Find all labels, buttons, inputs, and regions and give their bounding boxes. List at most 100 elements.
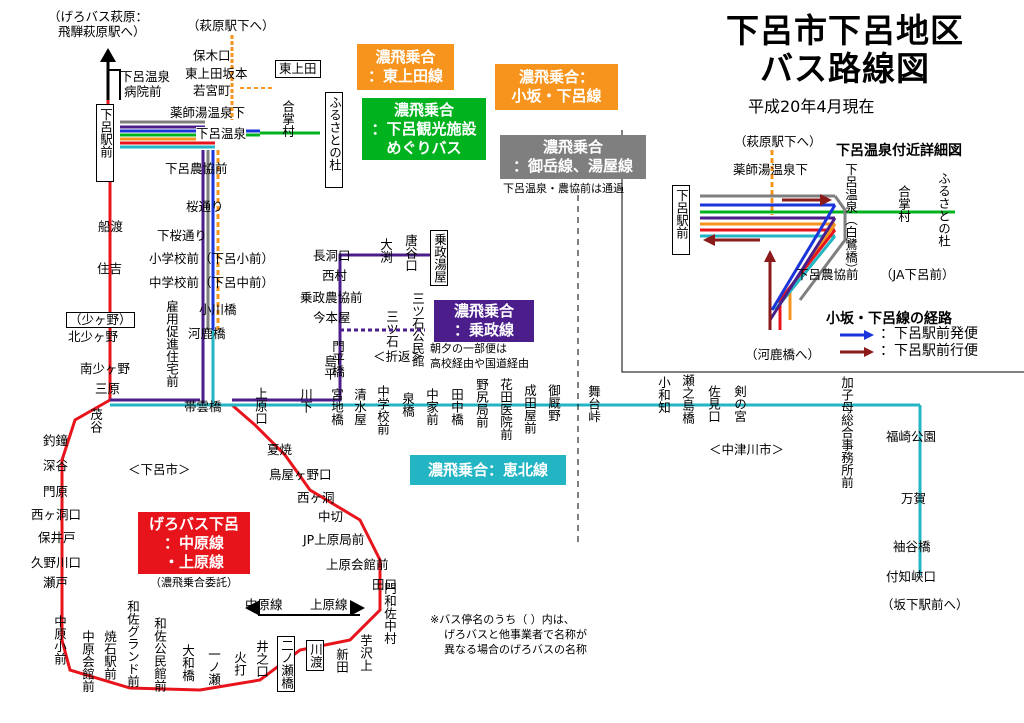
stop-label: 新田 xyxy=(334,648,349,673)
stop-label: JP上原局前 xyxy=(303,532,365,547)
stop-label: 舞台峠 xyxy=(586,385,601,423)
stop-label: 飛騨萩原駅へ） xyxy=(58,24,146,39)
stop-label: 合掌村 xyxy=(896,185,911,223)
stop-label: 福崎公園 xyxy=(886,429,937,444)
stop-label: 北少ヶ野 xyxy=(68,329,119,344)
stop-label: 袖谷橋 xyxy=(893,539,931,554)
stop-label: 釣鐘 xyxy=(43,433,69,448)
stop-label: 合掌村 xyxy=(280,100,295,138)
stop-label: 中原小前 xyxy=(52,615,67,665)
stop-label: 川下 xyxy=(298,388,313,413)
legend-keihoku: 濃飛乗合：恵北線 xyxy=(410,455,566,485)
stop-label: （坂下駅前へ） xyxy=(881,597,969,612)
stop-box: 下呂駅前 xyxy=(672,185,690,255)
stop-label: 桜通り xyxy=(186,199,224,214)
stop-label: 下呂温泉（白鷺橋） xyxy=(843,163,858,276)
stop-label: 付知峡口 xyxy=(886,569,937,584)
stop-label: 門原 xyxy=(43,484,69,499)
area-label: ＜中津川市＞ xyxy=(709,442,785,457)
stop-box: （少ヶ野） xyxy=(66,312,135,328)
stop-label: （JA下呂前） xyxy=(880,267,955,282)
stop-label: 病院前 xyxy=(124,84,162,99)
stop-label: 鳥屋ヶ野口 xyxy=(269,467,332,482)
stop-label: 大和橋 xyxy=(180,644,195,682)
stop-label: 中原会館前 xyxy=(80,630,95,693)
stop-label: 加子母総合事務所前 xyxy=(839,376,854,489)
legend-osaka: 濃飛乗合：小坂・下呂線 xyxy=(495,64,618,110)
stop-label: （萩原駅下へ） xyxy=(187,18,275,33)
stop-label: 船渡 xyxy=(98,219,124,234)
stop-box: 東上田 xyxy=(275,60,321,78)
stop-label: 下呂農協前 xyxy=(165,161,228,176)
stop-label: 田口 xyxy=(372,577,398,592)
legend-ontake: 濃飛乗合：御岳線、湯屋線 xyxy=(500,135,646,179)
stop-label: 雇用促進住宅前 xyxy=(164,300,179,388)
gero-note: （濃飛乗合委託） xyxy=(150,576,238,589)
stop-label: 三ツ石 xyxy=(384,310,399,348)
stop-label: 成田屋前 xyxy=(522,384,537,434)
arrow-left-icon xyxy=(245,600,260,616)
stop-label: 瀬之島橋 xyxy=(680,374,695,424)
stop-box: ふるさとの杜 xyxy=(325,92,343,188)
stop-label: 大渕 xyxy=(378,238,393,263)
stop-label: 上原口 xyxy=(253,387,268,425)
stop-label: 長洞口 xyxy=(313,248,351,263)
stop-label: 火打 xyxy=(232,651,247,676)
stop-label: 中学校前 xyxy=(375,385,390,435)
stop-label: 万賀 xyxy=(901,491,927,506)
stop-label: 田中橋 xyxy=(449,388,464,426)
ontake-note: 下呂温泉・農協前は通過 xyxy=(503,182,624,195)
legend-red: ：下呂駅前行便 xyxy=(880,343,978,359)
stop-label: 帯雲橋 xyxy=(184,399,222,414)
stop-label: 中切 xyxy=(318,509,344,524)
stop-label: 剣の宮 xyxy=(732,385,747,423)
legend-kankou: 濃飛乗合：下呂観光施設めぐりバス xyxy=(362,98,486,160)
stop-label: 和佐公民館前 xyxy=(152,617,167,692)
line-label: 上原線 xyxy=(310,597,348,612)
stop-label: 東上田坂本 xyxy=(185,66,248,81)
stop-label: 清水屋 xyxy=(352,388,367,426)
stop-label: 小川橋 xyxy=(199,302,237,317)
stop-label: ＜折返＞ xyxy=(373,349,424,364)
stop-label: ふるさとの杜 xyxy=(936,172,951,247)
inset-title: 下呂温泉付近詳細図 xyxy=(836,143,962,159)
stop-label: 住吉 xyxy=(97,261,123,276)
stop-label: 乗政農協前 xyxy=(300,290,363,305)
stop-label: 唐谷口 xyxy=(403,234,418,272)
stop-box: 乗政湯屋 xyxy=(430,230,448,286)
stop-label: 薬師湯温泉下 xyxy=(170,105,246,120)
stop-label: 久野川口 xyxy=(31,555,82,570)
stop-label: 河鹿橋 xyxy=(188,326,226,341)
stop-box: 二ノ瀬橋 xyxy=(277,636,295,692)
footnote: ※バス停名のうち（ ）内は、げろバスと他事業者で名称が異なる場合のげろバスの名称 xyxy=(430,613,587,656)
stop-box: 川渡 xyxy=(306,640,324,671)
stop-box: 下呂駅前 xyxy=(96,104,114,182)
stop-label: 佐見口 xyxy=(706,385,721,423)
stop-label: 御厩野 xyxy=(546,384,561,422)
stop-label: 小和知 xyxy=(656,376,671,414)
area-label: ＜下呂市＞ xyxy=(128,462,191,477)
stop-label: （げろバス萩原： xyxy=(48,9,149,24)
stop-label: 茂谷 xyxy=(88,408,103,433)
stop-label: 西村 xyxy=(322,268,348,283)
stop-label: 夏焼 xyxy=(267,442,293,457)
stop-label: 西ヶ洞口 xyxy=(31,507,82,522)
stop-label: 門平橋 xyxy=(330,340,345,378)
stop-label: 小学校前（下呂小前） xyxy=(149,251,275,266)
stop-label: 花田医院前 xyxy=(498,378,513,441)
stop-label: 保木口 xyxy=(193,48,231,63)
stop-label: 井之口 xyxy=(254,640,269,678)
legend-norimasa: 濃飛乗合：乗政線 xyxy=(434,300,534,342)
stop-label: 中学校前（下呂中前） xyxy=(149,275,275,290)
stop-label: 中家前 xyxy=(424,388,439,426)
stop-label: 保井戸 xyxy=(38,530,76,545)
stop-label: 下呂農協前 xyxy=(796,267,859,282)
stop-label: 上原会館前 xyxy=(326,557,389,572)
line-label: 中原線 xyxy=(245,597,283,612)
stop-label: 一ノ瀬 xyxy=(206,648,221,686)
stop-label: 三ツ石公民館 xyxy=(410,292,425,367)
stop-label: 三原 xyxy=(95,381,121,396)
stop-label: 薬師湯温泉下 xyxy=(733,162,809,177)
stop-label: 島平 xyxy=(322,355,337,380)
stop-label: 深谷 xyxy=(43,458,69,473)
